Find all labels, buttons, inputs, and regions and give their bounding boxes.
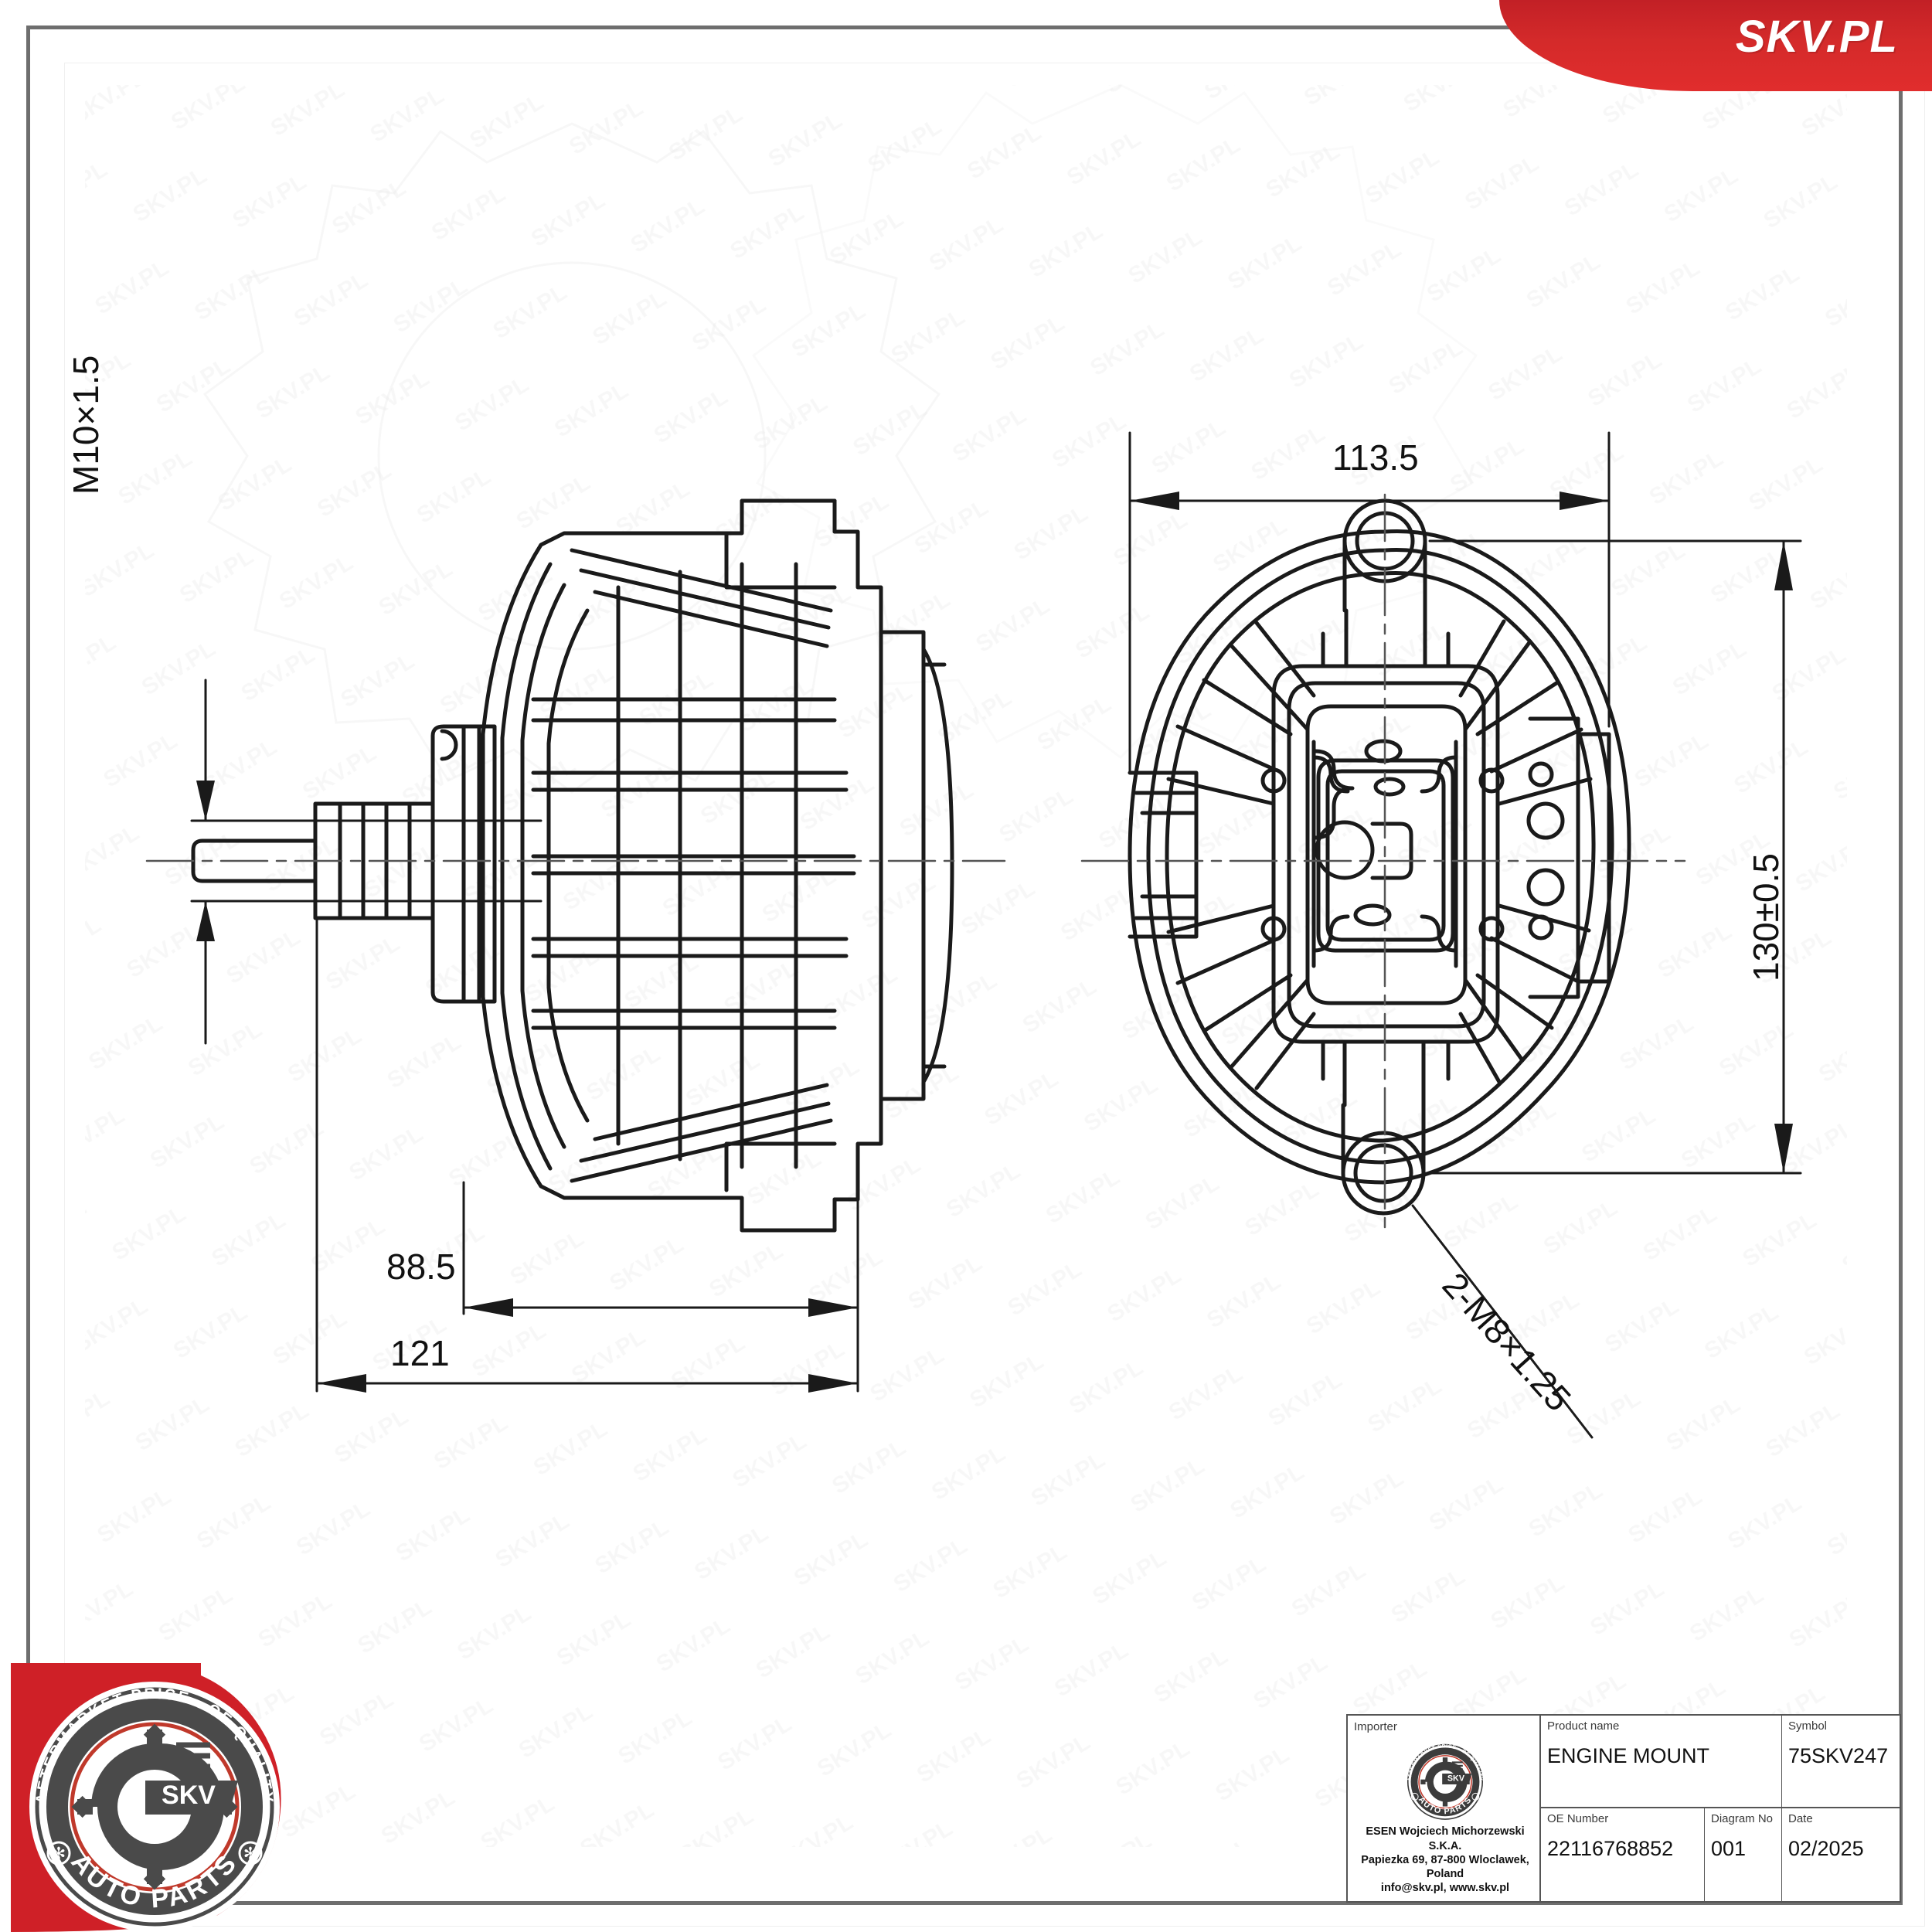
dimension-label-width-121: 121 <box>390 1333 450 1373</box>
sheet-frame-inner-rule <box>64 63 1925 1927</box>
skv-auto-parts-badge-logo: AFTERMARKET PRICE - OE QUALITY AUTO PART… <box>11 1663 281 1932</box>
dimension-label-width-885: 88.5 <box>386 1247 456 1287</box>
importer-contact: info@skv.pl, www.skv.pl <box>1380 1881 1510 1894</box>
oe-number-value: 22116768852 <box>1547 1836 1674 1860</box>
dimension-label-height-130: 130±0.5 <box>1746 853 1786 981</box>
symbol-value: 75SKV247 <box>1788 1743 1889 1767</box>
title-block-importer-cell: Importer AFTERMARKET PRICE - OE QUALITY … <box>1348 1716 1541 1901</box>
sheet-frame <box>26 26 1925 1927</box>
badge-center-text: SKV <box>162 1781 216 1810</box>
svg-text:✻: ✻ <box>243 1844 257 1863</box>
importer-address: ESEN Wojciech Michorzewski S.K.A. Papiez… <box>1354 1825 1536 1898</box>
title-block: Importer AFTERMARKET PRICE - OE QUALITY … <box>1346 1714 1901 1903</box>
brand-banner: SKV.PL <box>1499 0 1932 91</box>
svg-text:SKV: SKV <box>1447 1774 1465 1784</box>
oe-number-header: OE Number <box>1547 1812 1609 1825</box>
symbol-header: Symbol <box>1788 1719 1828 1733</box>
product-name-cell: Product name ENGINE MOUNT <box>1541 1716 1782 1807</box>
title-block-row-bottom: OE Number 22116768852 Diagram No 001 Dat… <box>1541 1808 1900 1901</box>
date-cell: Date 02/2025 <box>1782 1808 1900 1901</box>
title-block-fields: Product name ENGINE MOUNT Symbol 75SKV24… <box>1541 1716 1900 1901</box>
symbol-cell: Symbol 75SKV247 <box>1782 1716 1900 1807</box>
importer-badge-wrap: AFTERMARKET PRICE - OE QUALITY AUTO PART… <box>1354 1733 1536 1825</box>
date-header: Date <box>1788 1812 1813 1825</box>
importer-company: ESEN Wojciech Michorzewski S.K.A. <box>1366 1825 1525 1852</box>
oe-number-cell: OE Number 22116768852 <box>1541 1808 1705 1901</box>
diagram-no-cell: Diagram No 001 <box>1705 1808 1782 1901</box>
diagram-no-value: 001 <box>1711 1836 1747 1860</box>
svg-text:✻: ✻ <box>52 1844 66 1863</box>
brand-wordmark: SKV.PL <box>1735 12 1898 62</box>
importer-header: Importer <box>1354 1720 1397 1733</box>
importer-street: Papiezka 69, 87-800 Wloclawek, Poland <box>1361 1853 1529 1880</box>
diagram-no-header: Diagram No <box>1711 1812 1774 1825</box>
title-block-row-top: Product name ENGINE MOUNT Symbol 75SKV24… <box>1541 1716 1900 1808</box>
importer-badge-icon: AFTERMARKET PRICE - OE QUALITY AUTO PART… <box>1405 1742 1485 1822</box>
product-name-value: ENGINE MOUNT <box>1547 1743 1710 1767</box>
date-value: 02/2025 <box>1788 1836 1864 1860</box>
dimension-label-thread-stud: M10×1.5 <box>66 355 106 495</box>
product-name-header: Product name <box>1547 1719 1620 1733</box>
dimension-label-width-1135: 113.5 <box>1332 437 1419 478</box>
